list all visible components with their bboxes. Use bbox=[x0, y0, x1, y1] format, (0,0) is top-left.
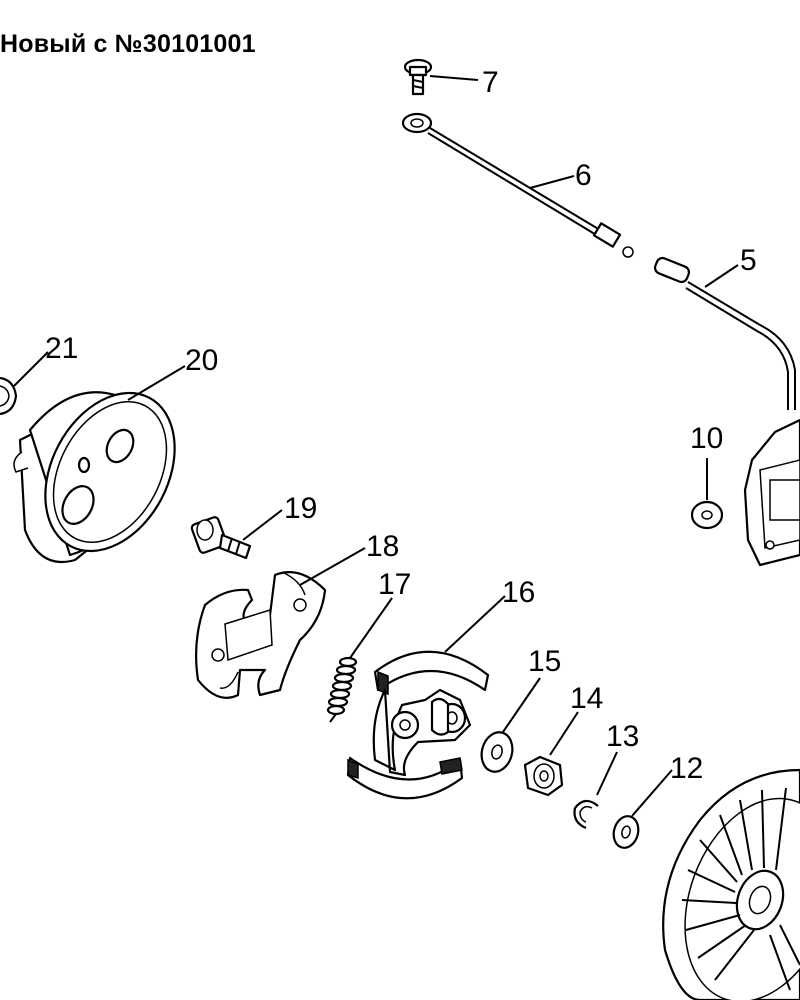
leader-13 bbox=[596, 751, 618, 796]
leader-16 bbox=[444, 595, 506, 653]
part-12-washer[interactable] bbox=[610, 813, 641, 850]
callout-14: 14 bbox=[570, 682, 603, 715]
callout-17: 17 bbox=[378, 568, 411, 601]
flywheel[interactable] bbox=[658, 768, 800, 1000]
leader-5 bbox=[704, 264, 739, 288]
leader-15 bbox=[502, 677, 541, 733]
callout-19: 19 bbox=[284, 492, 317, 525]
callout-15: 15 bbox=[528, 645, 561, 678]
leader-6 bbox=[529, 175, 575, 189]
callout-10: 10 bbox=[690, 422, 723, 455]
part-7-screw[interactable] bbox=[403, 58, 433, 96]
callout-21: 21 bbox=[45, 332, 78, 365]
callout-5: 5 bbox=[740, 244, 757, 277]
part-5-ignition-lead[interactable] bbox=[653, 256, 796, 410]
part-16-clutch-shoes[interactable] bbox=[346, 650, 490, 800]
leader-14 bbox=[549, 711, 579, 756]
callout-20: 20 bbox=[185, 344, 218, 377]
callout-13: 13 bbox=[606, 720, 639, 753]
part-18-clutch-plate[interactable] bbox=[195, 571, 327, 699]
part-20-clutch-drum[interactable] bbox=[13, 371, 201, 574]
part-10-washer[interactable] bbox=[690, 500, 724, 530]
leader-18 bbox=[299, 547, 366, 586]
leader-20 bbox=[127, 365, 186, 401]
callout-12: 12 bbox=[670, 752, 703, 785]
part-14-nut[interactable] bbox=[523, 755, 564, 797]
callout-6: 6 bbox=[575, 159, 592, 192]
leader-17 bbox=[349, 597, 393, 659]
leader-19 bbox=[242, 509, 283, 541]
part-13-circlip[interactable] bbox=[573, 799, 599, 830]
callout-7: 7 bbox=[482, 66, 499, 99]
part-19-bolt[interactable] bbox=[190, 516, 252, 560]
ignition-coil[interactable] bbox=[743, 418, 800, 567]
leader-12 bbox=[631, 769, 673, 817]
part-21-bearing[interactable] bbox=[0, 376, 18, 416]
part-6-ground-wire[interactable] bbox=[401, 112, 634, 258]
callout-16: 16 bbox=[502, 576, 535, 609]
leader-21 bbox=[13, 351, 49, 387]
leader-7 bbox=[429, 75, 479, 81]
page-title: Новый с №30101001 bbox=[0, 30, 256, 58]
part-15-washer[interactable] bbox=[477, 729, 516, 775]
part-17-spring[interactable] bbox=[326, 656, 358, 723]
callout-18: 18 bbox=[366, 530, 399, 563]
